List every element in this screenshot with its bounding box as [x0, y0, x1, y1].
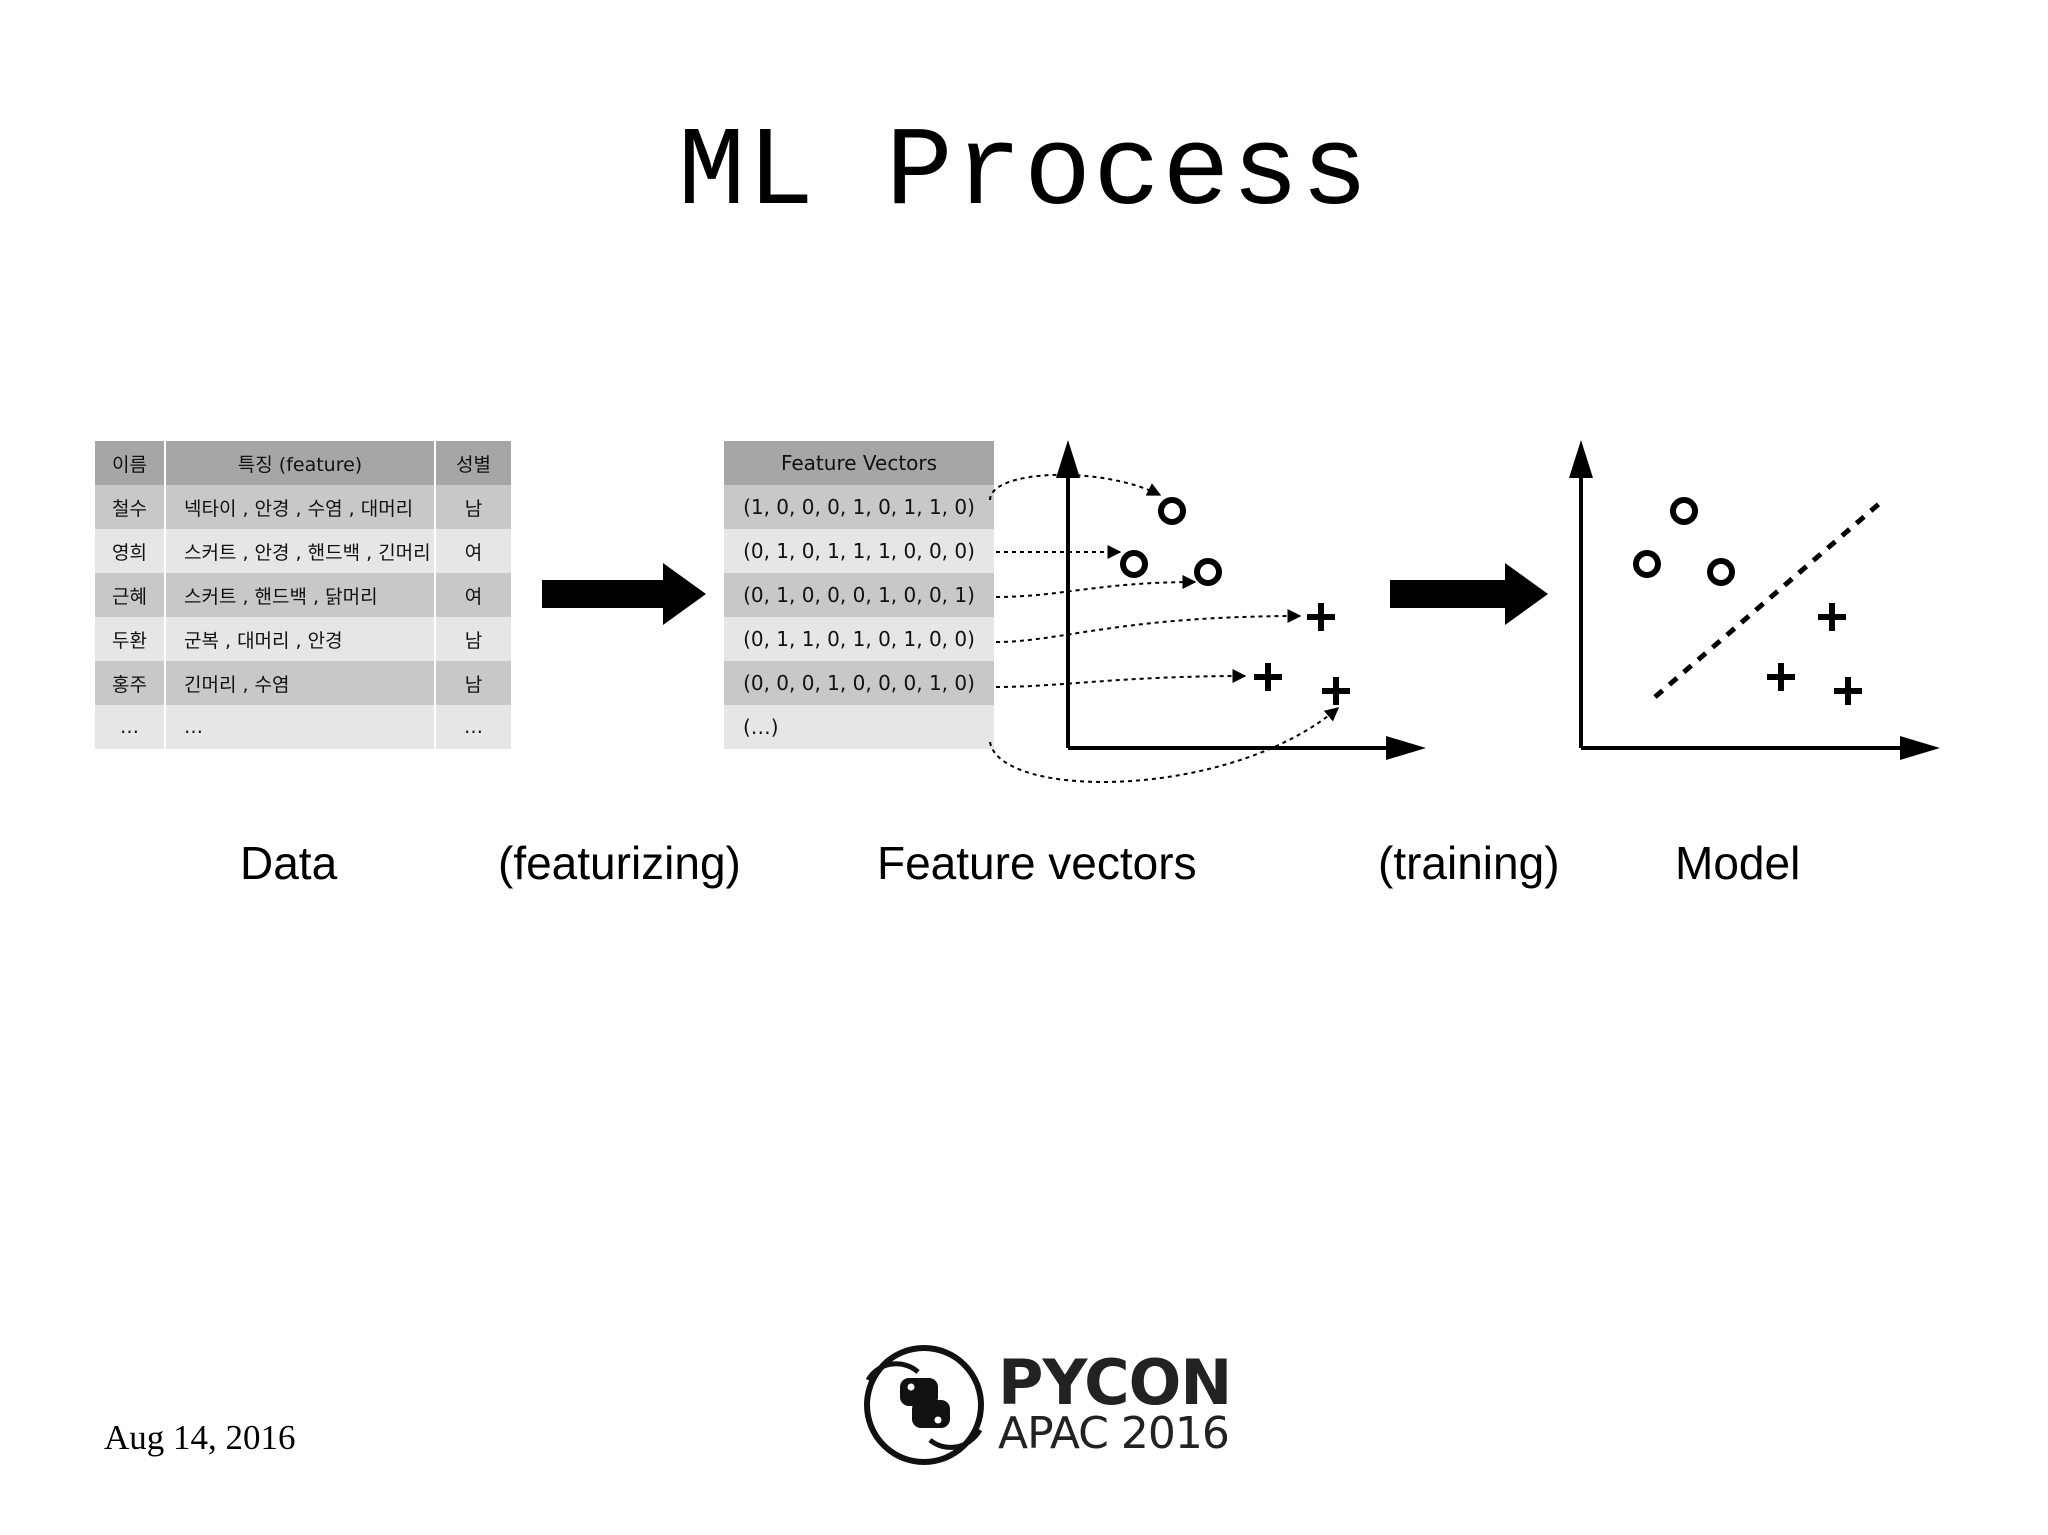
table-row: 철수 넥타이 , 안경 , 수염 , 대머리 남 [95, 485, 511, 529]
table-cell: 남 [435, 661, 511, 705]
column-header: 이름 [95, 441, 166, 485]
feature-vectors-table: Feature Vectors (1, 0, 0, 0, 1, 0, 1, 1,… [724, 441, 994, 749]
table-row: (0, 1, 1, 0, 1, 0, 1, 0, 0) [724, 617, 994, 661]
plus-marker-icon [1818, 603, 1846, 631]
table-row: (0, 1, 0, 0, 0, 1, 0, 0, 1) [724, 573, 994, 617]
mapping-arrows [989, 473, 1340, 783]
table-cell: … [165, 705, 436, 749]
caption-data: Data [240, 837, 338, 889]
table-header-row: Feature Vectors [724, 441, 994, 485]
python-logo-icon [864, 1345, 984, 1465]
table-row: (1, 0, 0, 0, 1, 0, 1, 1, 0) [724, 485, 994, 529]
table-cell: 근혜 [95, 573, 166, 617]
caption-feature-vectors: Feature vectors [877, 837, 1197, 889]
table-cell: 군복 , 대머리 , 안경 [165, 617, 436, 661]
table-row: 영희 스커트 , 안경 , 핸드백 , 긴머리 여 [95, 529, 511, 573]
circle-marker-icon [1633, 550, 1661, 578]
feature-plot-markers [1120, 497, 1350, 705]
table-cell: … [435, 705, 511, 749]
table-cell: 홍주 [95, 661, 166, 705]
table-cell: (0, 1, 0, 0, 0, 1, 0, 0, 1) [724, 573, 994, 617]
model-plot-axes [1569, 440, 1940, 760]
table-cell: … [95, 705, 166, 749]
table-cell: 두환 [95, 617, 166, 661]
plus-marker-icon [1307, 603, 1335, 631]
table-cell: (…) [724, 705, 994, 749]
featurizing-arrow-icon [542, 563, 706, 625]
training-arrow-icon [1390, 563, 1548, 625]
table-cell: (0, 1, 0, 1, 1, 1, 0, 0, 0) [724, 529, 994, 573]
table-row: (…) [724, 705, 994, 749]
caption-model: Model [1675, 837, 1801, 889]
table-cell: 스커트 , 핸드백 , 닭머리 [165, 573, 436, 617]
column-header: 성별 [435, 441, 511, 485]
plus-marker-icon [1254, 663, 1282, 691]
circle-marker-icon [1670, 497, 1698, 525]
table-cell: 남 [435, 617, 511, 661]
circle-marker-icon [1158, 497, 1186, 525]
table-row: 근혜 스커트 , 핸드백 , 닭머리 여 [95, 573, 511, 617]
table-cell: 넥타이 , 안경 , 수염 , 대머리 [165, 485, 436, 529]
table-row: 홍주 긴머리 , 수염 남 [95, 661, 511, 705]
table-row: (0, 0, 0, 1, 0, 0, 0, 1, 0) [724, 661, 994, 705]
slide-date: Aug 14, 2016 [104, 1418, 296, 1457]
table-cell: (0, 0, 0, 1, 0, 0, 0, 1, 0) [724, 661, 994, 705]
feature-plot-axes [1056, 440, 1426, 760]
data-table: 이름 특징 (feature) 성별 철수 넥타이 , 안경 , 수염 , 대머… [95, 441, 511, 749]
table-cell: 영희 [95, 529, 166, 573]
logo-name: PYCON [998, 1346, 1232, 1419]
table-cell: (1, 0, 0, 0, 1, 0, 1, 1, 0) [724, 485, 994, 529]
decision-boundary [1653, 501, 1882, 699]
table-row: 두환 군복 , 대머리 , 안경 남 [95, 617, 511, 661]
caption-training: (training) [1378, 837, 1560, 889]
table-cell: 여 [435, 529, 511, 573]
plus-marker-icon [1834, 677, 1862, 705]
plus-marker-icon [1767, 663, 1795, 691]
circle-marker-icon [1194, 558, 1222, 586]
table-cell: 스커트 , 안경 , 핸드백 , 긴머리 [165, 529, 436, 573]
table-row: … … … [95, 705, 511, 749]
slide-title: ML Process [677, 110, 1371, 237]
table-cell: 철수 [95, 485, 166, 529]
plus-marker-icon [1322, 677, 1350, 705]
caption-featurizing: (featurizing) [498, 837, 741, 889]
table-header-row: 이름 특징 (feature) 성별 [95, 441, 511, 485]
column-header: 특징 (feature) [165, 441, 436, 485]
table-row: (0, 1, 0, 1, 1, 1, 0, 0, 0) [724, 529, 994, 573]
column-header: Feature Vectors [724, 441, 994, 485]
circle-marker-icon [1120, 550, 1148, 578]
circle-marker-icon [1707, 558, 1735, 586]
logo-event: APAC 2016 [998, 1408, 1230, 1459]
table-cell: 남 [435, 485, 511, 529]
table-cell: 여 [435, 573, 511, 617]
table-cell: (0, 1, 1, 0, 1, 0, 1, 0, 0) [724, 617, 994, 661]
table-cell: 긴머리 , 수염 [165, 661, 436, 705]
model-plot-markers [1633, 497, 1882, 705]
